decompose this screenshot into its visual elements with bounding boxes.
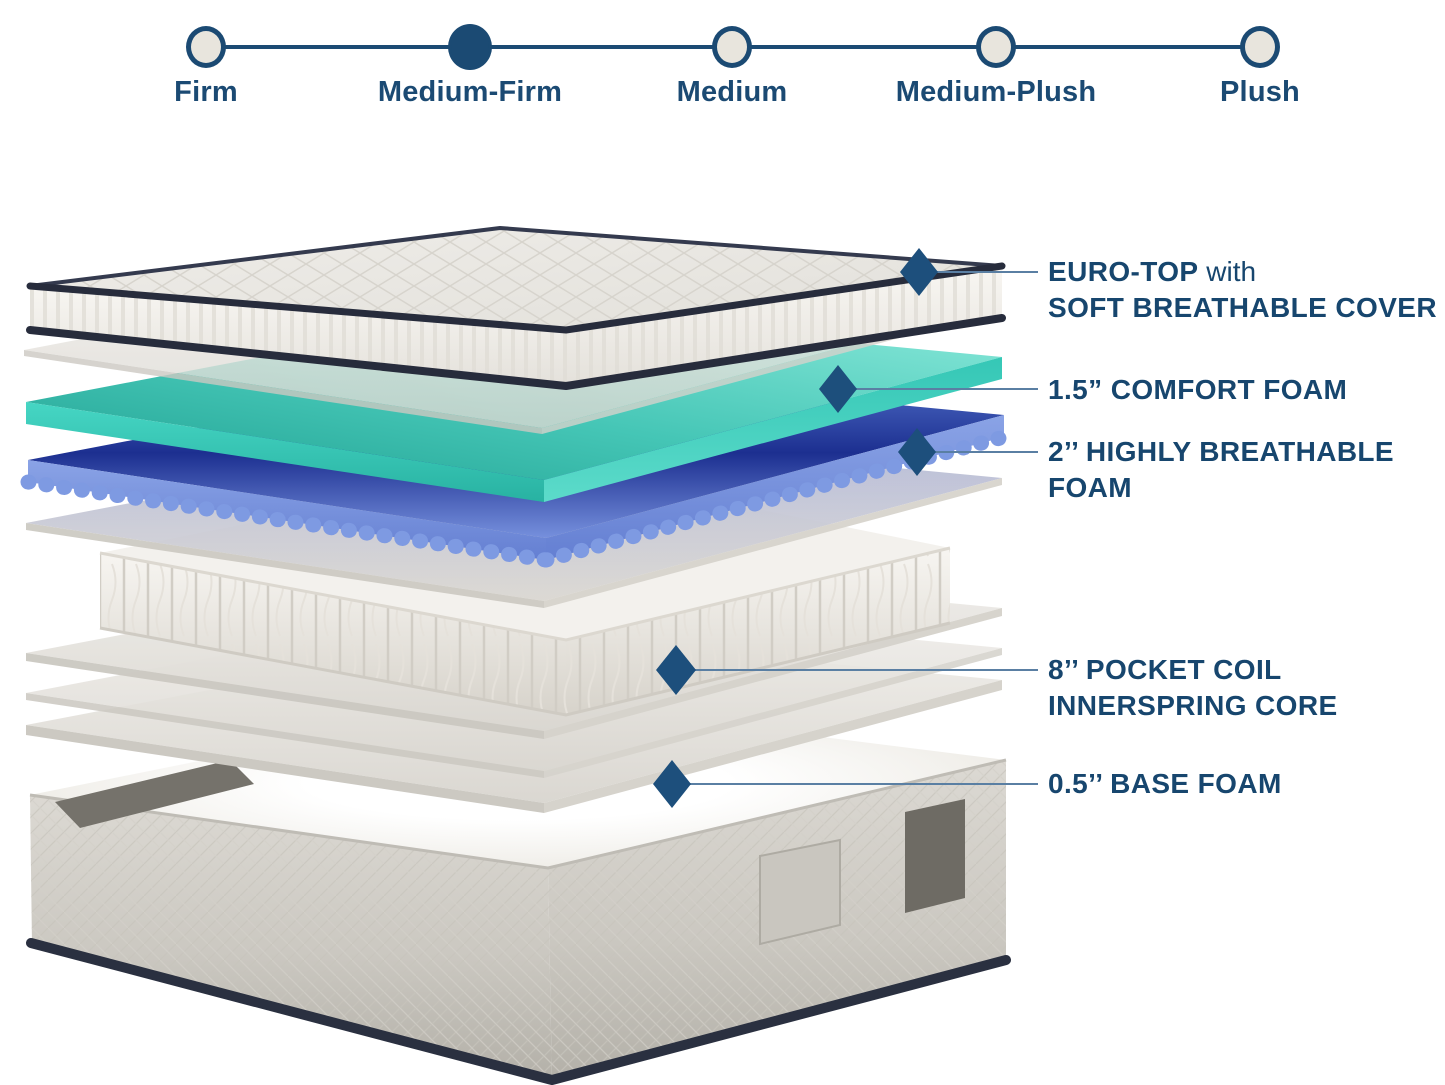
diamond-marker-euro-top: [900, 248, 938, 296]
annotation-markers: [653, 248, 1038, 808]
sheet-edge-right: [544, 648, 1002, 778]
teal-foam-edge-right: [544, 357, 1002, 502]
label-line1: 8’’ POCKET COIL: [1048, 654, 1282, 685]
label-line2: FOAM: [1048, 472, 1133, 503]
firmness-label: Plush: [1220, 76, 1300, 108]
label-line1: 1.5” COMFORT FOAM: [1048, 374, 1348, 405]
coil-left-side-texture: [100, 553, 566, 715]
firmness-stop-medium[interactable]: Medium: [677, 0, 787, 125]
firmness-dot: [976, 26, 1016, 68]
euro-top-top-piping: [26, 262, 1006, 334]
label-line1: EURO-TOP with: [1048, 256, 1257, 287]
sheet-edge-left: [26, 523, 544, 608]
firmness-scale: Firm Medium-Firm Medium Medium-Plush Plu…: [0, 0, 1445, 130]
euro-top-layer: [26, 226, 1006, 390]
euro-top-right-side-knit: [566, 266, 1002, 386]
coil-front-edge: [99, 546, 951, 642]
label-breathable-foam: 2’’ HIGHLY BREATHABLE FOAM: [1048, 434, 1394, 506]
base-stitched-patch-right: [759, 838, 841, 946]
label-pocket-coil: 8’’ POCKET COIL INNERSPRING CORE: [1048, 652, 1338, 724]
diamond-marker-breathable-foam: [898, 428, 936, 476]
label-euro-top: EURO-TOP with SOFT BREATHABLE COVER: [1048, 254, 1437, 326]
diamond-marker-base-foam: [653, 760, 691, 808]
firmness-dot: [712, 26, 752, 68]
diamond-marker-comfort-foam: [819, 365, 857, 413]
label-line1: 2’’ HIGHLY BREATHABLE: [1048, 436, 1395, 467]
blue-foam-edge-right: [546, 415, 1004, 560]
sheet-edge-left: [26, 653, 544, 739]
base-left-side-texture: [30, 795, 552, 1082]
sheet-edge-right: [544, 608, 1002, 739]
sheet-edge-right: [544, 478, 1002, 608]
coil-bottom-edge: [99, 621, 951, 717]
label-line1: 0.5’’ BASE FOAM: [1048, 768, 1282, 799]
base-bottom-piping: [26, 938, 1011, 1085]
firmness-dot: [186, 26, 226, 68]
base-top-rim: [29, 758, 1007, 870]
base-handle-strap-right: [905, 799, 965, 913]
firmness-label: Medium: [676, 76, 788, 108]
teal-foam-edge-left: [26, 402, 544, 502]
label-line2: INNERSPRING CORE: [1048, 690, 1338, 721]
firmness-label: Firm: [174, 76, 238, 108]
firmness-stop-medium-firm[interactable]: Medium-Firm: [378, 0, 562, 125]
euro-top-back-piping: [29, 226, 1003, 288]
euro-top-bottom-piping: [26, 314, 1006, 390]
firmness-dot: [1240, 26, 1280, 68]
base-foam-edge-left: [26, 725, 544, 813]
firmness-stop-firm[interactable]: Firm: [174, 0, 238, 125]
label-line2: SOFT BREATHABLE COVER: [1048, 292, 1437, 323]
blue-foam-teeth-left: [20, 474, 554, 568]
base-handle-strap-left: [55, 760, 254, 828]
firmness-stop-plush[interactable]: Plush: [1220, 0, 1300, 125]
diamond-marker-pocket-coil: [656, 645, 696, 695]
firmness-label: Medium-Firm: [377, 76, 563, 108]
firmness-stop-medium-plush[interactable]: Medium-Plush: [896, 0, 1096, 125]
firmness-dot-selected: [448, 24, 492, 70]
label-base-foam: 0.5’’ BASE FOAM: [1048, 766, 1282, 802]
euro-top-left-side-knit: [30, 286, 566, 386]
sheet-edge-left: [24, 350, 542, 434]
label-comfort-foam: 1.5” COMFORT FOAM: [1048, 372, 1347, 408]
sheet-edge-left: [26, 693, 544, 778]
firmness-label: Medium-Plush: [895, 76, 1097, 108]
